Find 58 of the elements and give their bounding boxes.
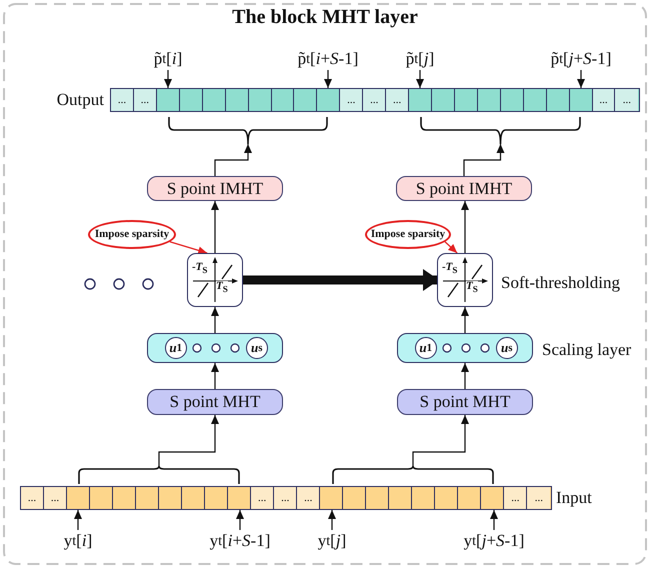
arrow [214,144,252,176]
arrow [211,201,219,253]
arrow [211,363,219,389]
arrow [74,510,82,530]
callout-ellipse: Impose sparsity [365,220,451,249]
array-cell: ... [615,89,638,111]
threshold-label: -T$_{S}$ [442,262,458,276]
process-box: S point MHT [147,389,283,415]
leader-line [444,241,458,254]
array-cell: ... [111,89,134,111]
array-cell: ... [274,487,298,509]
arrow [412,415,469,466]
arrow [328,510,336,530]
process-box: S point IMHT [396,176,532,201]
array-cell: ... [363,89,386,111]
curly-brace [78,466,240,484]
side-label: Output [56,89,104,111]
curly-brace [168,117,328,144]
array-cell: ... [44,487,68,509]
side-label: Input [556,487,593,509]
array-cell: ... [134,89,157,111]
array-cell: ... [251,487,274,509]
input-array [20,486,552,510]
block-arrow [243,269,439,291]
curly-brace [332,466,494,484]
output-array [110,88,640,112]
arrow [324,70,332,88]
array-cell: ... [386,89,410,111]
arrow [416,70,424,88]
array-cell: ... [340,89,364,111]
arrow [463,144,504,176]
scaling-box [147,333,283,363]
arrow [577,70,585,88]
side-label: Scaling layer [542,339,632,361]
arrow [461,201,469,253]
leader-line [170,241,208,254]
curly-brace [420,117,581,144]
diagram-title: The block MHT layer [231,6,419,29]
arrow [236,510,244,530]
array-cell: ... [297,487,320,509]
arrow [461,363,469,389]
side-label: Soft-thresholding [501,272,621,294]
array-cell: ... [592,89,616,111]
threshold-label: T$_{S}$ [466,281,478,294]
array-cell: ... [21,487,44,509]
threshold-label: T$_{S}$ [216,281,228,294]
array-cell: ... [527,487,550,509]
arrow [158,415,219,466]
process-box: S point MHT [397,389,533,415]
arrow [211,307,219,333]
arrow [461,307,469,333]
arrow [164,70,172,88]
arrow [490,510,498,530]
array-cell: ... [504,487,528,509]
callout-ellipse: Impose sparsity [88,220,176,249]
scaling-box [397,333,533,363]
process-box: S point IMHT [147,176,283,201]
threshold-label: -T$_{S}$ [192,262,208,276]
